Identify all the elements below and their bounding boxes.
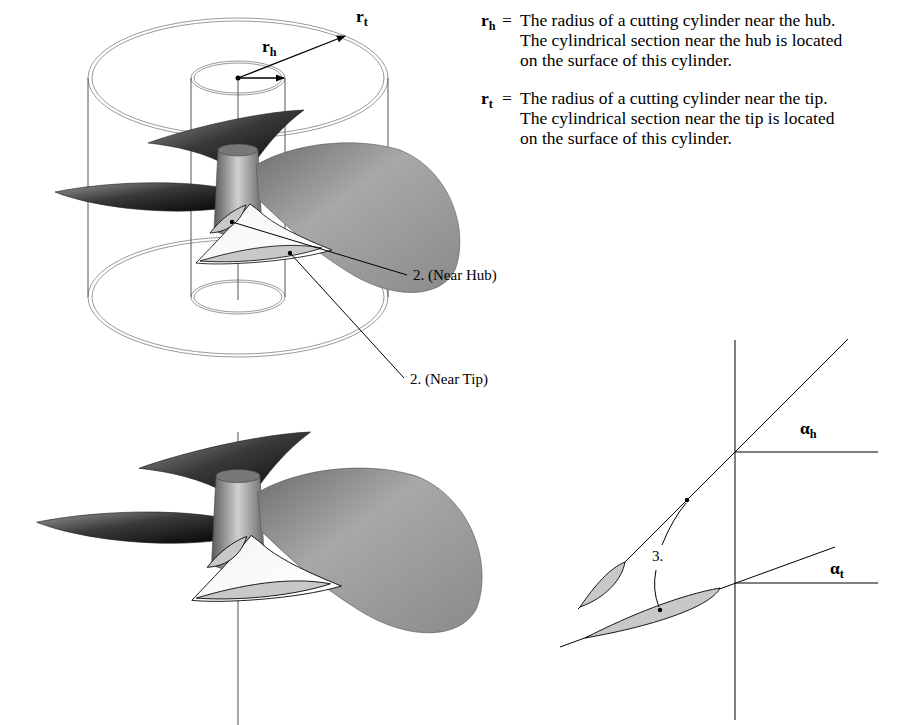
radius-symbol: rt [356,6,368,26]
leader-line [655,570,659,607]
radius-symbol: rt [481,88,493,108]
propeller-top [55,110,460,293]
equals-sign: = [502,88,512,108]
definition-text: The radius of a cutting cylinder near th… [520,10,835,30]
leader-dot [658,608,662,612]
callout-number: 3. [652,546,663,566]
hub-radius-arrow [238,77,284,78]
definition-text: The cylindrical section near the tip is … [520,108,848,148]
radius-symbol: rh [481,10,496,30]
leader-dot [685,498,689,502]
callout-label: 2. (Near Tip) [410,369,488,389]
pitch-angle-diagram [560,339,878,720]
leader-line [290,253,404,378]
hub-section-foil [580,562,625,607]
propeller-bottom [37,432,482,633]
callout-label: 2. (Near Hub) [413,265,497,285]
angle-symbol: αt [830,558,844,578]
definition-text: The cylindrical section near the hub is … [520,30,848,70]
leader-line [662,503,686,545]
tip-section-foil [585,588,720,638]
leader-line [232,222,407,275]
angle-symbol: αh [800,418,817,438]
tip-radius-arrow [238,36,345,78]
definition-text: The radius of a cutting cylinder near th… [520,88,828,108]
equals-sign: = [502,10,512,30]
radius-symbol: rh [262,36,277,56]
